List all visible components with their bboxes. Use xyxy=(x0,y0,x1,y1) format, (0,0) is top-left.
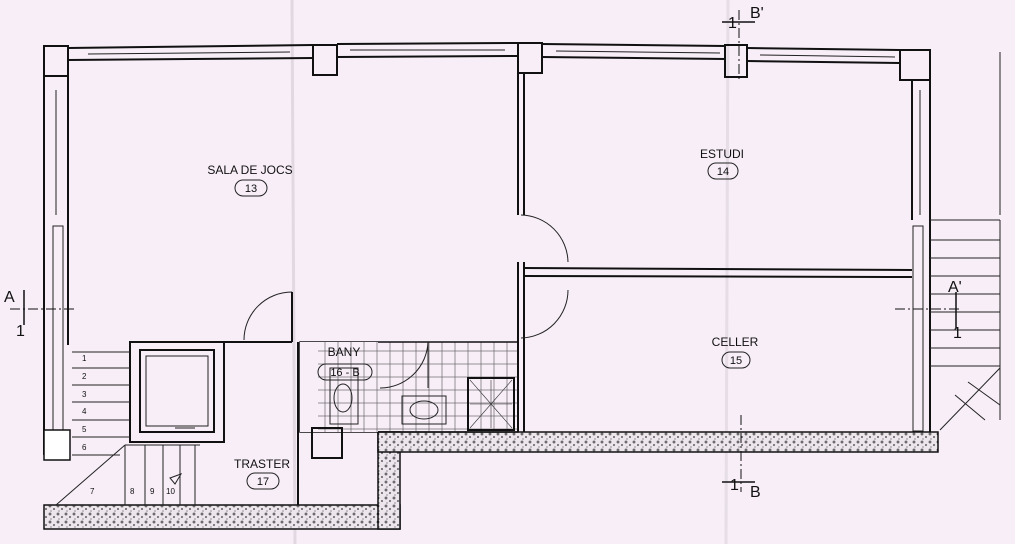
section-label-b-prime: B' xyxy=(750,5,764,22)
section-mark: 1 xyxy=(953,325,962,342)
right-stair xyxy=(930,52,1001,431)
section-label-a: A xyxy=(4,289,15,306)
room-labels: SALA DE JOCS 13 ESTUDI 14 CELLER 15 BANY… xyxy=(207,147,759,490)
room-name-sala-de-jocs: SALA DE JOCS xyxy=(207,163,292,177)
bathroom xyxy=(297,341,519,505)
section-mark: 1 xyxy=(728,15,737,32)
step-number: 1 xyxy=(82,354,87,363)
step-number: 8 xyxy=(130,487,135,496)
room-number-14: 14 xyxy=(717,166,729,178)
room-name-celler: CELLER xyxy=(712,335,759,349)
section-markers: A 1 A' 1 B' 1 B 1 xyxy=(4,5,962,501)
paper-folds xyxy=(290,0,730,544)
step-number: 6 xyxy=(82,443,87,452)
room-name-bany: BANY xyxy=(328,345,361,359)
step-number: 9 xyxy=(150,487,155,496)
step-number: 10 xyxy=(166,487,175,496)
step-number: 2 xyxy=(82,372,87,381)
room-number-13: 13 xyxy=(245,183,257,195)
step-number: 5 xyxy=(82,425,87,434)
foundation-gravel xyxy=(43,429,939,530)
room-number-17: 17 xyxy=(257,476,269,488)
room-number-16b: 16 - B xyxy=(330,367,359,379)
room-name-estudi: ESTUDI xyxy=(700,147,744,161)
room-name-traster: TRASTER xyxy=(234,457,290,471)
step-number: 3 xyxy=(82,390,87,399)
step-number: 4 xyxy=(82,407,87,416)
section-mark: 1 xyxy=(730,477,739,494)
section-label-a-prime: A' xyxy=(948,279,962,296)
section-mark: 1 xyxy=(16,323,25,340)
step-number: 7 xyxy=(90,487,95,496)
section-label-b: B xyxy=(750,484,761,501)
room-number-15: 15 xyxy=(730,355,742,367)
stair-and-storage: 1 2 3 4 5 6 7 8 9 10 xyxy=(55,291,293,506)
